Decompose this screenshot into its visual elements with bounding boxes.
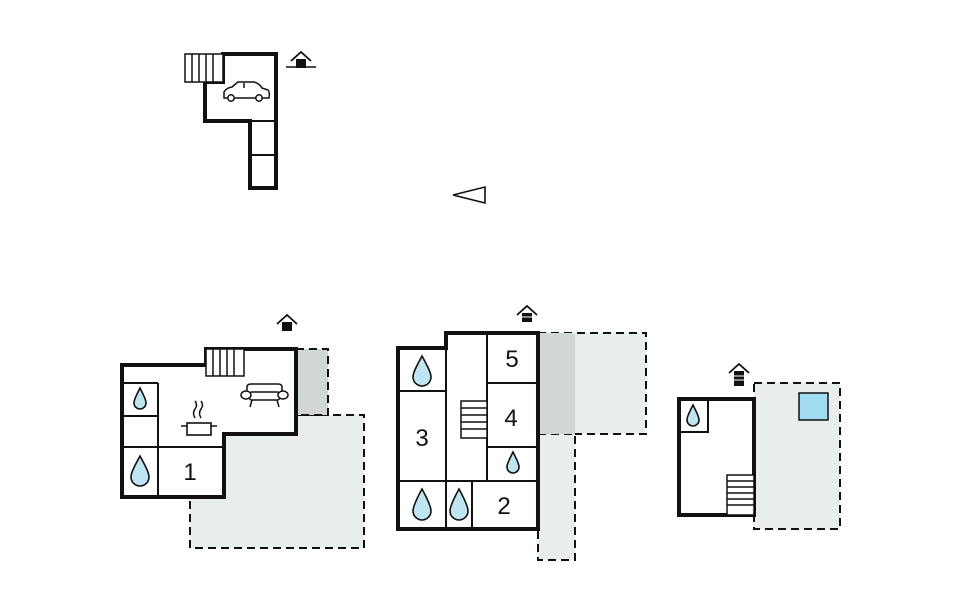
north-arrow-icon [452, 185, 486, 205]
water-drop-icon [449, 487, 469, 521]
room-label-4: 4 [504, 405, 517, 432]
car-icon [223, 81, 271, 102]
cooking-pot-icon [181, 400, 217, 436]
terrace [537, 433, 576, 561]
water-drop-icon [506, 450, 520, 474]
water-drop-icon [133, 386, 147, 410]
annex-floor [677, 362, 841, 530]
room-label-3: 3 [415, 425, 428, 452]
stairs-icon [460, 400, 488, 439]
entrance-icon [286, 50, 316, 68]
first-floor: 3 5 4 2 [396, 304, 647, 561]
room-label-2: 2 [497, 493, 510, 520]
water-drop-icon [412, 354, 432, 387]
stairs-icon [205, 348, 245, 377]
entrance-icon [516, 304, 538, 322]
ground-floor: 1 [120, 313, 365, 549]
sofa-icon [240, 383, 289, 408]
pool-icon [798, 392, 829, 421]
stairs-icon [726, 474, 755, 516]
stairs-icon [184, 53, 224, 83]
entrance-icon [276, 313, 298, 331]
room-label-5: 5 [505, 346, 518, 373]
garage-floor [184, 50, 316, 190]
water-drop-icon [686, 403, 700, 427]
room-label-1: 1 [183, 459, 196, 486]
water-drop-icon [130, 454, 150, 487]
entrance-icon [728, 362, 750, 386]
water-drop-icon [412, 487, 432, 521]
